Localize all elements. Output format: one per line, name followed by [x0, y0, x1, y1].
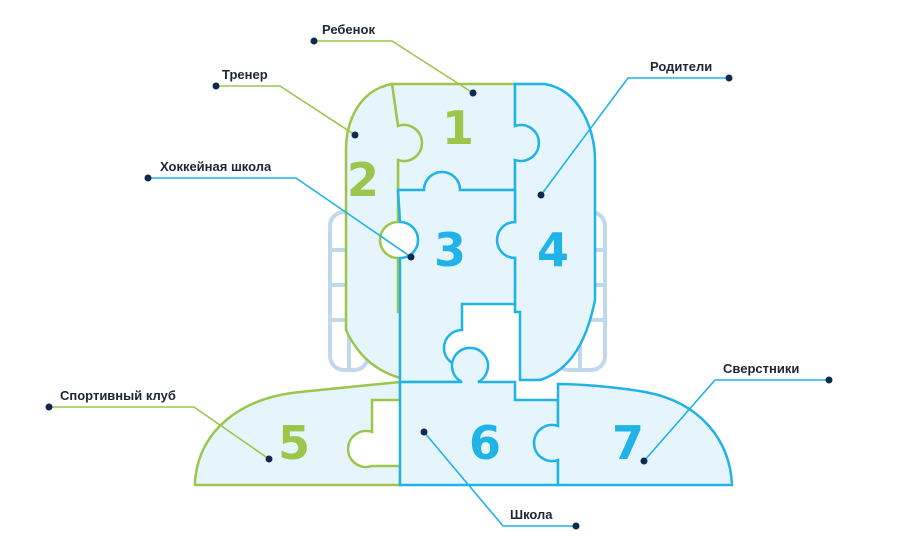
- dot-sports-club-piece: [265, 455, 273, 463]
- leader-line-peers: [643, 379, 829, 462]
- leader-line-sports-club: [49, 406, 270, 460]
- dot-child-piece: [469, 89, 477, 97]
- dot-school-piece: [420, 428, 428, 436]
- puzzle-piece-3: [396, 170, 517, 384]
- dot-hockey-school-label: [144, 174, 152, 182]
- dot-parents-label: [725, 74, 733, 82]
- piece-number-6: 6: [469, 416, 501, 470]
- label-hockey-school: Хоккейная школа: [160, 159, 272, 174]
- leader-dots: [45, 37, 833, 530]
- leader-lines: [49, 40, 829, 527]
- dot-sports-club-label: [45, 403, 53, 411]
- piece-number-3: 3: [434, 223, 466, 277]
- dot-parents-piece: [537, 191, 545, 199]
- dot-school-label: [572, 522, 580, 530]
- leader-line-coach: [216, 85, 356, 136]
- dot-hockey-school-piece: [407, 253, 415, 261]
- piece-number-2: 2: [347, 153, 379, 207]
- puzzle-piece-7: [532, 382, 734, 487]
- label-sports-club: Спортивный клуб: [60, 388, 176, 403]
- piece-number-7: 7: [612, 416, 644, 470]
- label-coach: Тренер: [222, 67, 268, 82]
- leader-line-child: [314, 40, 474, 94]
- piece-number-5: 5: [278, 416, 310, 470]
- piece-number-1: 1: [442, 101, 474, 155]
- dot-child-label: [310, 37, 318, 45]
- dot-coach-piece: [351, 131, 359, 139]
- piece-number-4: 4: [537, 223, 569, 277]
- leader-line-parents: [540, 77, 729, 196]
- label-peers: Сверстники: [723, 361, 799, 376]
- dot-peers-label: [825, 376, 833, 384]
- label-parents: Родители: [650, 59, 712, 74]
- dot-coach-label: [212, 82, 220, 90]
- leader-line-school: [423, 431, 576, 527]
- leader-line-hockey-school: [148, 177, 412, 258]
- dot-peers-piece: [640, 457, 648, 465]
- label-child: Ребенок: [322, 22, 375, 37]
- label-school: Школа: [510, 507, 553, 522]
- puzzle-piece-2: [344, 82, 424, 380]
